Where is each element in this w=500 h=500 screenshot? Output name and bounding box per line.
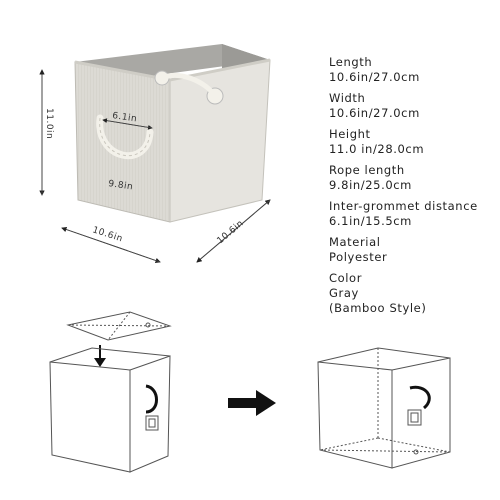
spec-label: Color [329,271,363,285]
spec-value: 6.1in/15.5cm [329,214,412,228]
height-dim-label: 11.0in [44,108,54,139]
front-rope-outline [99,117,151,157]
spec-value: 10.6in/27.0cm [329,106,420,120]
grommet-dim-label: 6.1in [112,111,138,124]
spec-value-note: (Bamboo Style) [329,301,427,315]
spec-material: Material Polyester [329,235,497,265]
depth-dim-label: 10.6in [216,219,246,247]
open-box-label-slot [145,415,159,431]
transition-arrow [228,390,276,416]
rope-dim-label: 9.8in [108,179,134,192]
open-box-side [129,355,171,473]
spec-label: Height [329,127,371,141]
spec-length: Length 10.6in/27.0cm [329,55,497,85]
spec-color: Color Gray (Bamboo Style) [329,271,497,316]
assembled-box-drawing [317,347,451,469]
spec-height: Height 11.0 in/28.0cm [329,127,497,157]
base-board [66,311,172,341]
bin-right-face [169,59,271,223]
spec-list: Length 10.6in/27.0cm Width 10.6in/27.0cm… [329,55,497,322]
assembled-front [317,361,393,469]
spec-label: Inter-grommet distance [329,199,478,213]
open-box-handle [145,384,158,414]
spec-value: Polyester [329,250,388,264]
spec-label: Length [329,55,373,69]
bin-front-face [74,61,171,223]
back-rope-loop [160,72,218,98]
spec-value: 9.8in/25.0cm [329,178,412,192]
open-box-front [49,361,131,473]
assembly-left-drawing [49,311,172,473]
assembled-handle [409,385,431,410]
spec-value: 11.0 in/28.0cm [329,142,425,156]
spec-value: 10.6in/27.0cm [329,70,420,84]
spec-inter-grommet: Inter-grommet distance 6.1in/15.5cm [329,199,497,229]
spec-rope-length: Rope length 9.8in/25.0cm [329,163,497,193]
spec-label: Rope length [329,163,405,177]
bin-rim [74,58,271,82]
spec-width: Width 10.6in/27.0cm [329,91,497,121]
assembled-label-slot [407,409,422,426]
spec-value: Gray [329,286,359,300]
width-dim-label: 10.6in [91,225,124,244]
spec-label: Material [329,235,381,249]
spec-label: Width [329,91,366,105]
fabric-bin-photo [74,44,271,223]
